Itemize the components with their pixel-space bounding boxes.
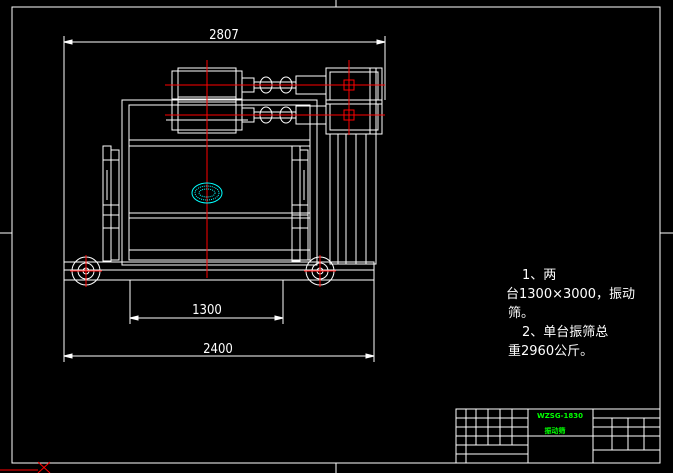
center-hatch (191, 182, 223, 204)
note-line-3: 筛。 (508, 306, 535, 321)
screen-machine (63, 67, 383, 286)
title-block (455, 408, 661, 464)
title-drawing-name: 振动筛 (545, 426, 566, 435)
dimension-overall-width (63, 36, 386, 262)
note-line-1: 1、两 (522, 268, 557, 283)
dimension-overall-label: 2807 (209, 28, 239, 43)
note-line-5: 重2960公斤。 (508, 344, 594, 359)
technical-notes: 1、两 台1300×3000，振动 筛。 2、单台振筛总 重2960公斤。 (506, 266, 636, 361)
note-line-4: 2、单台振筛总 (522, 325, 609, 340)
centerlines (70, 60, 385, 287)
title-drawing-code: WZSG-1830 (537, 412, 583, 420)
dimension-inner-width (129, 280, 284, 324)
note-line-2: 台1300×3000，振动 (506, 287, 636, 302)
dimension-base-label: 2400 (203, 342, 233, 357)
ucs-icon (0, 461, 51, 473)
dimension-base-width (63, 280, 375, 362)
dimension-inner-label: 1300 (192, 303, 222, 318)
